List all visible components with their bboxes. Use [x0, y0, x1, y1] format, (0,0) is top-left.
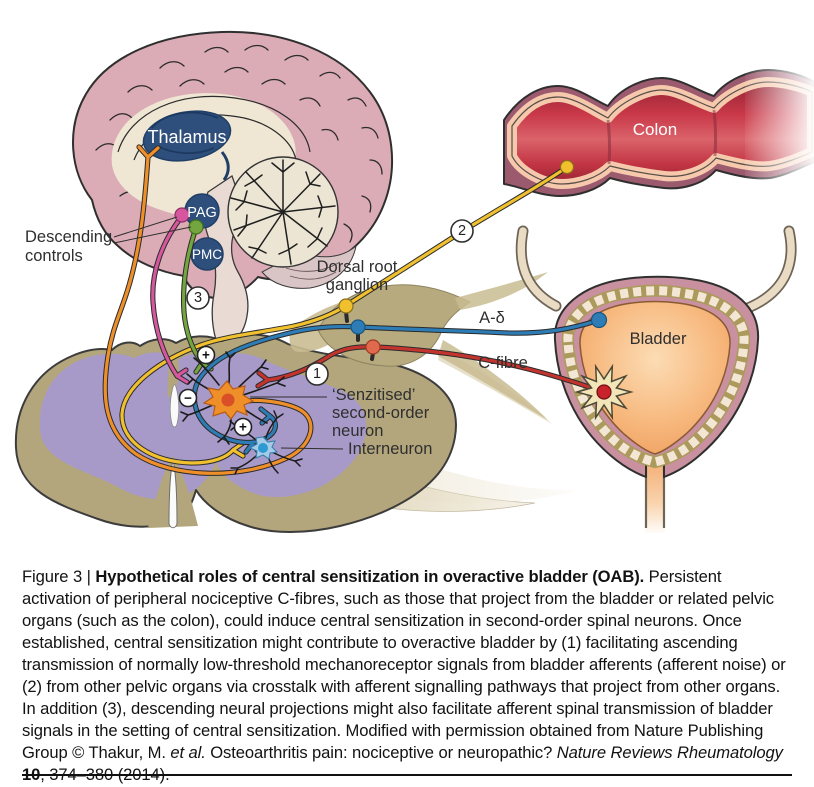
dorsal-root-ganglion-label-line2: ganglion	[326, 276, 388, 294]
step-2-circle	[450, 219, 474, 243]
a-delta-terminal-dot	[590, 311, 608, 329]
caption-figure-number: Figure 3 |	[22, 566, 96, 586]
ascending-fibre-orange	[103, 145, 313, 475]
step-3-number: 3	[194, 290, 202, 306]
caption-title: Hypothetical roles of central sensitizat…	[95, 566, 645, 586]
thalamus-tail	[220, 151, 230, 181]
c-fibre-red	[256, 345, 606, 394]
synapse-signs: + − +	[178, 345, 253, 437]
colon-haustra-seams	[606, 109, 718, 165]
second-order-nucleus	[221, 393, 235, 407]
pmc-label: PMC	[192, 247, 222, 262]
bladder-pebble-ring	[563, 286, 749, 467]
tonsil-striations	[285, 261, 341, 280]
caption-journal: Nature Reviews Rheumatology	[556, 743, 783, 763]
ureter-left-inner	[517, 227, 560, 310]
second-order-neuron	[180, 351, 286, 445]
ventral-median-fissure	[168, 459, 178, 529]
ganglion-cell-blue	[350, 319, 366, 335]
step-3-circle	[186, 286, 210, 310]
bladder-interior	[579, 300, 731, 455]
figure-caption: Figure 3 | Hypothetical roles of central…	[22, 566, 792, 787]
brain	[72, 30, 393, 341]
ganglion-cell-yellow	[338, 298, 354, 314]
bottom-divider	[22, 774, 792, 776]
step-2-number: 2	[458, 223, 466, 239]
a-delta-label: A-δ	[479, 309, 505, 327]
ganglion-cell-red	[365, 339, 381, 355]
step-1-circle	[305, 362, 329, 386]
excitatory-sign-circle-2	[233, 417, 253, 437]
thalamus-inner-lines	[151, 111, 219, 154]
sensitised-neuron-label-line2: second-order	[332, 404, 430, 422]
sensitised-neuron-label-line3: neuron	[332, 422, 383, 440]
urethra-channel	[645, 455, 665, 533]
interneuron-pointer	[280, 447, 344, 450]
colon-label: Colon	[633, 120, 677, 139]
bladder	[515, 225, 797, 533]
caption-body: Persistent activation of peripheral noci…	[22, 566, 786, 763]
excitatory-sign-1: +	[202, 348, 210, 363]
a-delta-fibre-blue	[192, 318, 601, 454]
interneuron-nucleus	[258, 443, 268, 453]
bladder-label: Bladder	[630, 330, 687, 348]
caption-etal: et al.	[170, 743, 206, 763]
c-fibre-terminal-dot	[596, 384, 612, 400]
ureter-right-inner	[744, 227, 795, 312]
inhibitory-sign-circle	[178, 388, 198, 408]
central-canal	[169, 384, 180, 428]
descending-controls-pointers	[113, 216, 192, 244]
descending-controls-label-line2: controls	[25, 247, 83, 265]
colon-right-fade	[745, 60, 814, 195]
colon	[503, 60, 814, 197]
label-pointer-lines	[113, 216, 344, 450]
colon-afferent-terminal-dot	[559, 159, 575, 175]
excitatory-sign-2: +	[239, 420, 247, 435]
spinal-cord	[14, 333, 457, 533]
step-numbers: 1 2 3	[186, 219, 474, 386]
diagram-labels: Thalamus PAG PMC Descending controls Dor…	[25, 120, 687, 458]
thalamus-label: Thalamus	[147, 127, 226, 147]
ganglion-tail-lower	[438, 340, 548, 420]
step-1-number: 1	[313, 366, 321, 382]
excitatory-sign-circle-1	[196, 345, 216, 365]
dorsal-root-ganglion-label-line1: Dorsal root	[317, 258, 398, 276]
pag-label: PAG	[187, 205, 217, 221]
caption-article-title: Osteoarthritis pain: nociceptive or neur…	[205, 743, 557, 763]
cerebellum-folia	[230, 159, 336, 265]
inhibitory-sign: −	[184, 391, 192, 406]
c-fibre-label: C-fibre	[478, 354, 528, 372]
interneuron-label: Interneuron	[348, 440, 432, 458]
pmc-fibre-origin-dot	[188, 219, 204, 235]
pag-fibre-origin-dot	[174, 207, 190, 223]
cerebellar-tonsil	[261, 244, 357, 289]
pag-descending-pink	[151, 214, 189, 384]
figure-diagram: + − + 1 2 3 Thalamus PAG PMC Descending …	[14, 30, 814, 533]
descending-controls-label-line1: Descending	[25, 228, 112, 246]
sensitised-neuron-label-line1: ‘Senzitised’	[332, 386, 415, 404]
